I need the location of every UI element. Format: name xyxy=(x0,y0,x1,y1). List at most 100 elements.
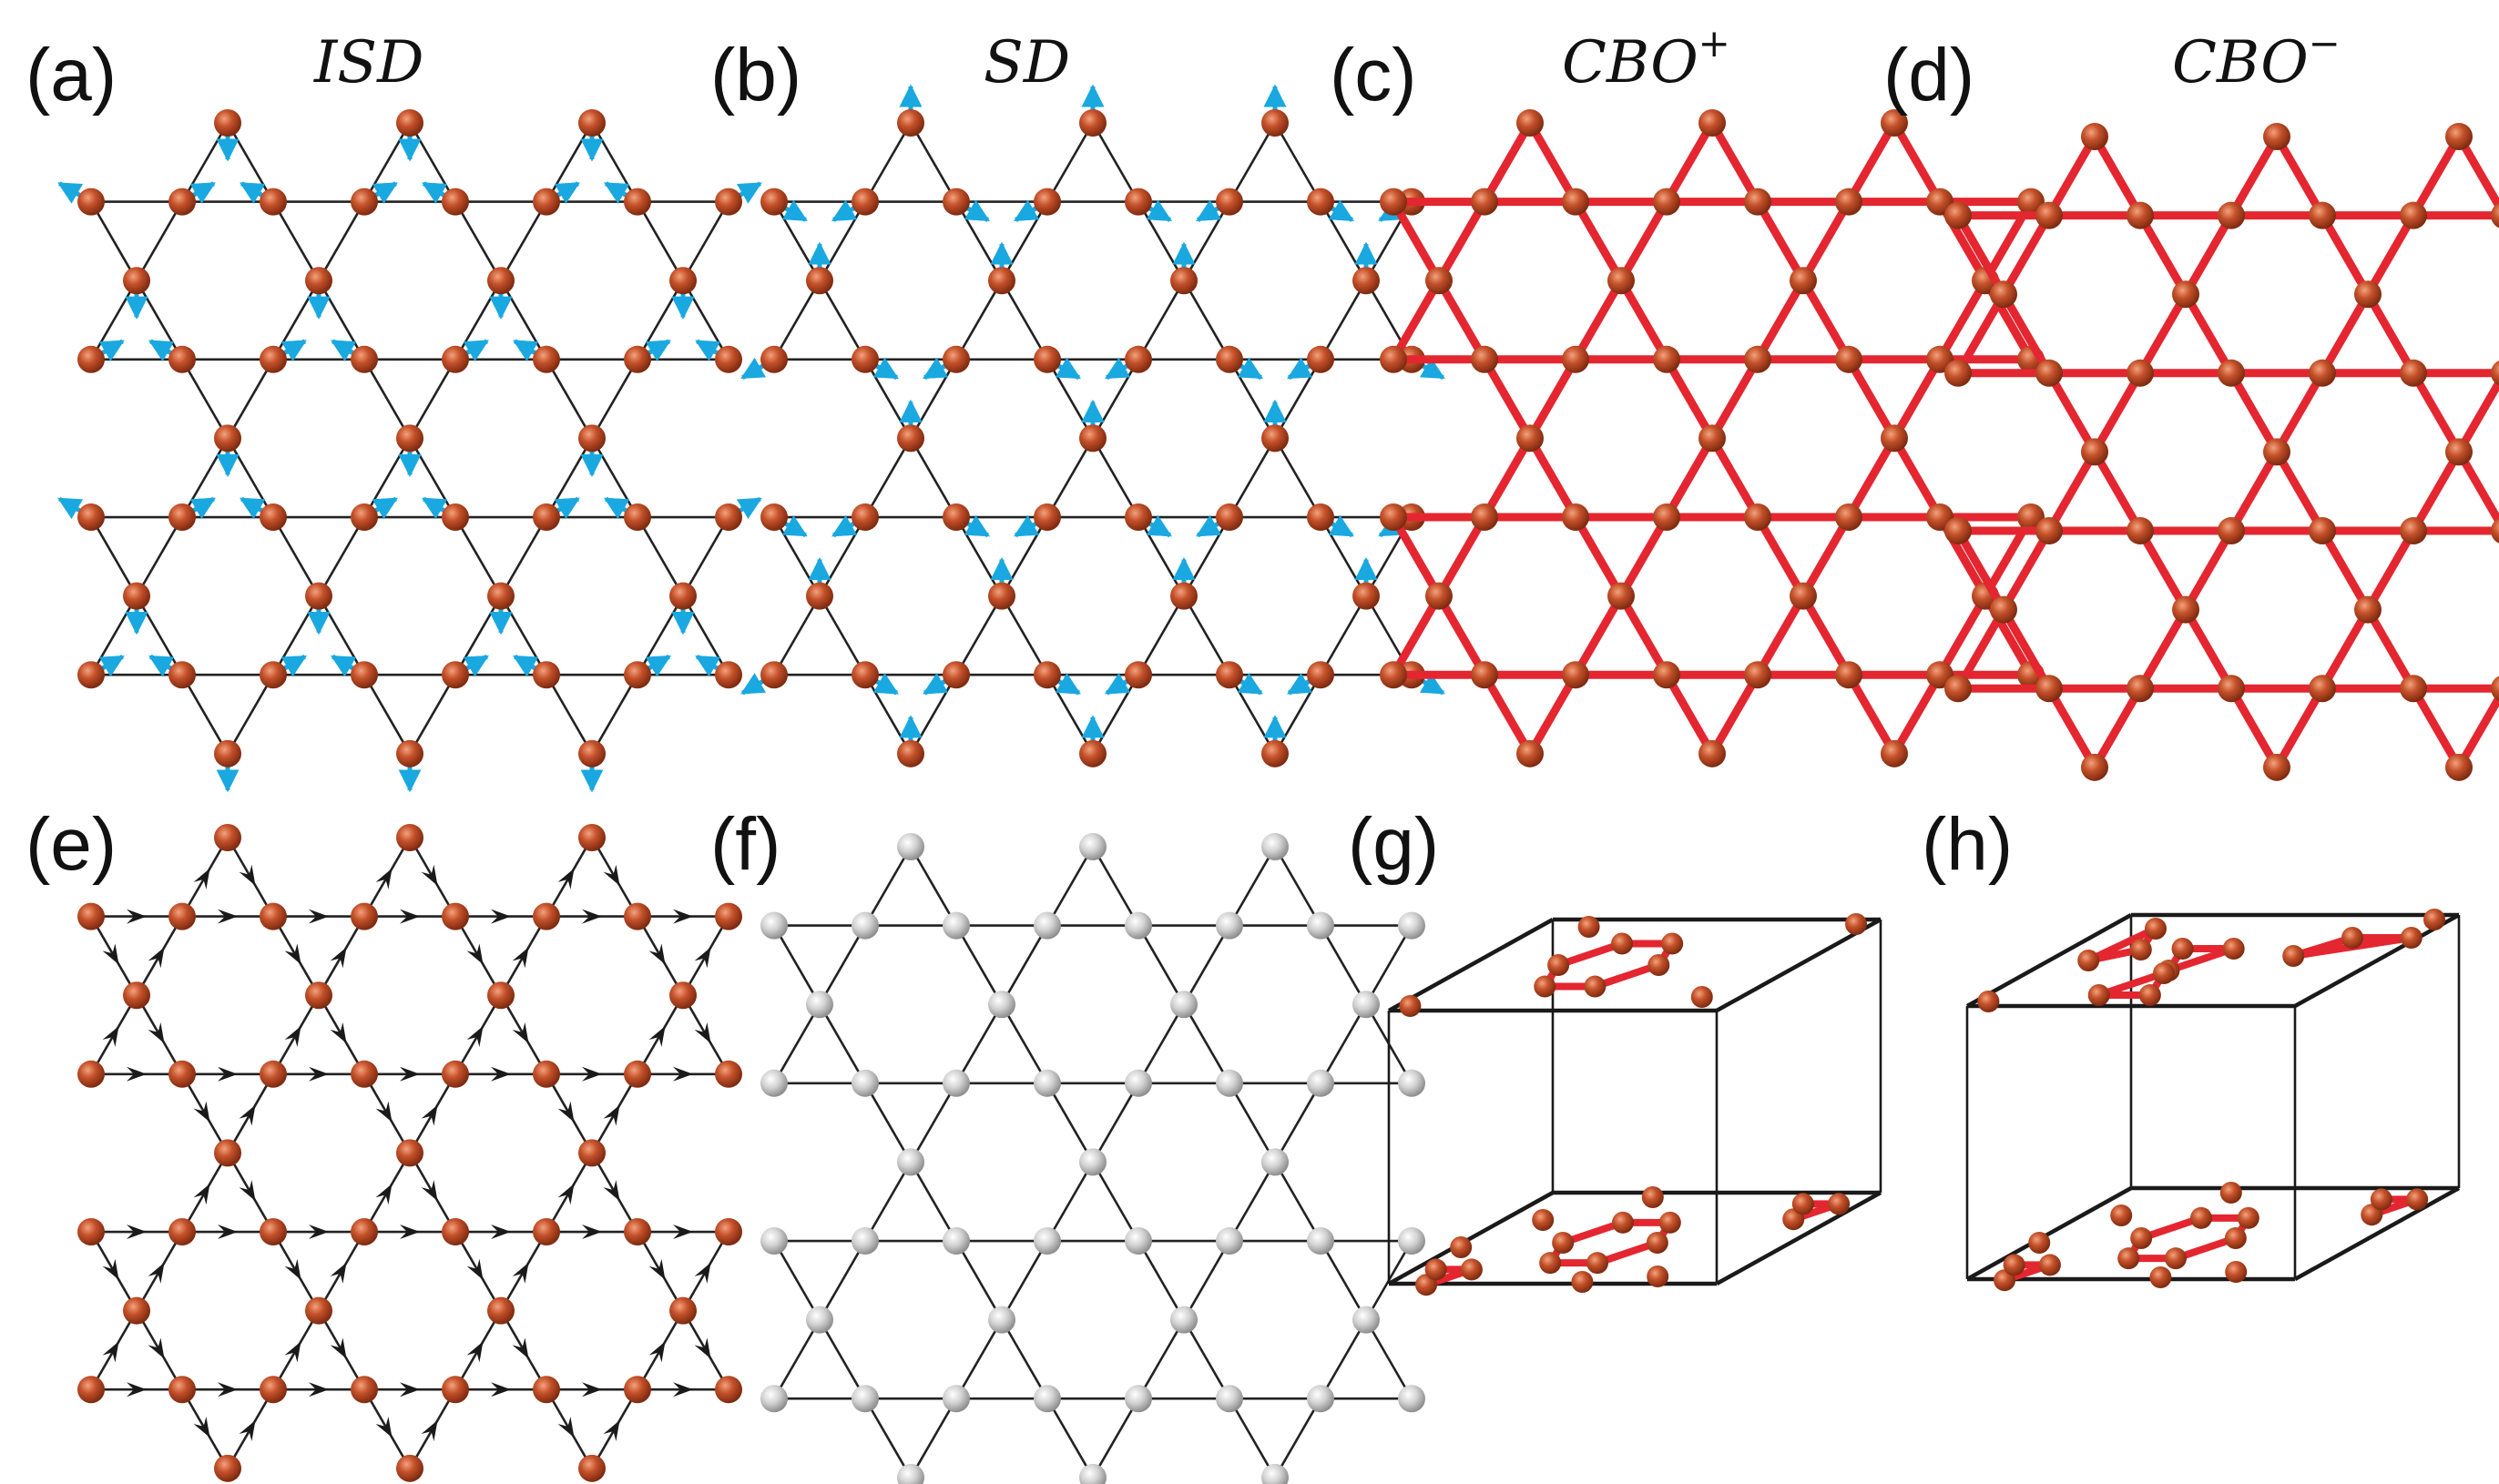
atom xyxy=(77,902,105,930)
flux-arrowhead xyxy=(218,1225,238,1240)
atom xyxy=(897,109,924,137)
bond xyxy=(1046,1082,1095,1164)
flux-arrowhead xyxy=(694,947,711,969)
atom xyxy=(351,345,378,373)
panel-e: (e) xyxy=(26,803,742,1482)
atom xyxy=(2117,1247,2140,1270)
atom xyxy=(442,503,469,532)
atom xyxy=(760,503,788,532)
gray-atom xyxy=(1034,1385,1061,1413)
flux-arrowhead xyxy=(375,1101,393,1123)
gray-atom xyxy=(852,1385,879,1413)
bond xyxy=(362,437,412,519)
strong-bond xyxy=(1480,355,1535,442)
strong-bond xyxy=(1753,276,1808,364)
gray-atom xyxy=(1398,1227,1425,1255)
bond xyxy=(317,279,366,361)
bond xyxy=(954,279,1004,361)
strong-bond xyxy=(1525,433,1580,522)
flux-arrowhead xyxy=(466,943,484,965)
atom xyxy=(1744,661,1771,689)
flux-arrowhead xyxy=(102,1025,119,1048)
strong-bond xyxy=(1999,605,2054,693)
atom xyxy=(1698,109,1726,137)
strong-bond xyxy=(1890,670,1944,758)
strong-bond xyxy=(1571,198,1626,285)
panel-label-b: (b) xyxy=(710,34,801,117)
bond xyxy=(1046,437,1095,519)
gray-atom xyxy=(806,1306,833,1334)
atom xyxy=(1835,503,1862,532)
atom xyxy=(2077,950,2100,971)
strong-bond xyxy=(1890,433,1944,522)
bond xyxy=(1137,279,1186,361)
atom xyxy=(715,188,742,216)
strong-bond xyxy=(2272,369,2327,456)
strong-bond xyxy=(2181,211,2236,299)
atom xyxy=(624,902,651,930)
kagome-lattice-c xyxy=(1380,109,2045,767)
atom xyxy=(943,503,970,532)
bond xyxy=(499,515,548,597)
strong-bond xyxy=(2045,369,2099,456)
bond xyxy=(180,673,230,756)
atom xyxy=(2354,595,2382,624)
flux-arrowhead xyxy=(375,1184,393,1205)
bond xyxy=(1000,1002,1049,1085)
flux-arrowhead xyxy=(309,1066,329,1082)
bond xyxy=(1137,515,1186,597)
bond xyxy=(1364,1318,1413,1400)
strong-bond xyxy=(1662,433,1717,522)
bond xyxy=(1091,437,1140,519)
atom xyxy=(1034,345,1061,373)
atom xyxy=(1562,661,1589,689)
strong-bond xyxy=(2318,526,2372,615)
bond xyxy=(909,1082,958,1164)
atom xyxy=(351,188,378,216)
atom xyxy=(77,188,105,216)
bond xyxy=(271,279,321,361)
flux-arrowhead xyxy=(400,1382,420,1398)
atom xyxy=(1424,1258,1447,1281)
atom xyxy=(988,267,1015,295)
bond xyxy=(1000,924,1049,1006)
bond xyxy=(772,595,821,676)
strong-bond xyxy=(1662,118,1717,207)
atom xyxy=(1261,739,1289,767)
atom xyxy=(2218,517,2245,545)
gray-atom xyxy=(1125,911,1152,940)
bond xyxy=(636,279,685,361)
bond xyxy=(545,673,594,756)
flux-arrowhead xyxy=(694,1337,711,1359)
atom xyxy=(2445,123,2473,150)
atom xyxy=(1562,345,1589,373)
panel-b: (b) SD xyxy=(710,29,1445,767)
atom xyxy=(2309,517,2336,545)
strong-bond xyxy=(2454,374,2499,456)
strong-bond xyxy=(2272,132,2327,220)
atom xyxy=(1216,345,1243,373)
strong-bond xyxy=(2363,605,2418,693)
strong-bond xyxy=(2227,684,2281,772)
bond xyxy=(954,515,1004,597)
gray-atom xyxy=(760,911,788,940)
bond xyxy=(954,1239,1004,1321)
strong-bond xyxy=(1662,355,1717,442)
atom xyxy=(988,582,1015,610)
atom xyxy=(168,1060,196,1088)
strong-bond xyxy=(2045,132,2099,220)
panel-label-e: (e) xyxy=(26,803,117,886)
strong-bond xyxy=(2454,447,2499,530)
flux-arrowhead xyxy=(193,1101,210,1123)
flux-arrowhead xyxy=(648,943,666,965)
atom xyxy=(2087,984,2110,1006)
flux-arrowhead xyxy=(421,1104,438,1126)
atom xyxy=(715,661,742,689)
bond xyxy=(1228,1161,1277,1243)
strong-bond xyxy=(2272,447,2327,535)
flux-arrowhead xyxy=(193,1184,210,1205)
bond xyxy=(772,279,821,361)
atom xyxy=(1653,503,1680,532)
cube-edge xyxy=(2293,913,2461,1008)
bond xyxy=(499,279,548,361)
